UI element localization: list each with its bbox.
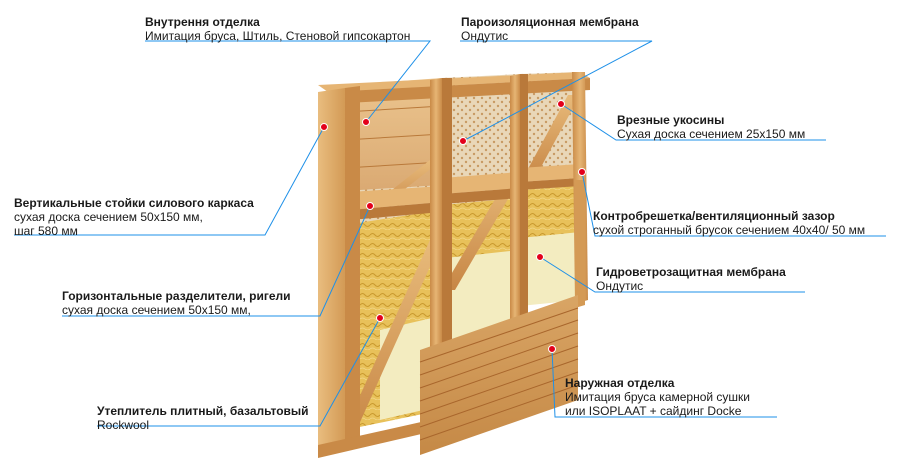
callout-outer-finish-sub2: или ISOPLAAT + сайдинг Docke — [565, 404, 742, 418]
marker-counter-batten — [578, 168, 586, 176]
callout-vertical-studs-sub2: шаг 580 мм — [14, 224, 78, 238]
marker-vapor-barrier — [459, 137, 467, 145]
callout-braces: Врезные укосины Сухая доска сечением 25х… — [617, 113, 805, 141]
marker-insulation — [376, 314, 384, 322]
callout-inner-finish-sub: Имитация бруса, Штиль, Стеновой гипсокар… — [145, 29, 411, 43]
callout-wind-membrane: Гидроветрозащитная мембрана Ондутис — [596, 265, 786, 293]
callout-counter-batten-title: Контробрешетка/вентиляционный зазор — [593, 209, 835, 223]
marker-wind-membrane — [536, 253, 544, 261]
callout-outer-finish-title: Наружная отделка — [565, 376, 675, 390]
callout-braces-title: Врезные укосины — [617, 113, 725, 127]
callout-horizontal-dividers: Горизонтальные разделители, ригели сухая… — [62, 289, 291, 317]
callout-horizontal-dividers-sub: сухая доска сечением 50х150 мм, — [62, 303, 251, 317]
callout-counter-batten: Контробрешетка/вентиляционный зазор сухо… — [593, 209, 865, 237]
callout-vapor-barrier: Пароизоляционная мембрана Ондутис — [461, 15, 639, 43]
callout-vertical-studs-sub: сухая доска сечением 50х150 мм, — [14, 210, 203, 224]
marker-horizontal-dividers — [366, 202, 374, 210]
marker-braces — [557, 100, 565, 108]
callout-wind-membrane-sub: Ондутис — [596, 279, 644, 293]
leader-inner-finish — [145, 40, 432, 123]
counter-battens — [575, 180, 585, 308]
marker-outer-finish — [548, 345, 556, 353]
callout-horizontal-dividers-title: Горизонтальные разделители, ригели — [62, 289, 291, 303]
callout-insulation-sub: Rockwool — [97, 418, 150, 432]
leader-insulation — [97, 317, 381, 427]
leader-vapor-barrier — [460, 40, 653, 142]
callout-vertical-studs-title: Вертикальные стойки силового каркаса — [14, 196, 254, 210]
callout-inner-finish: Внутрення отделка Имитация бруса, Штиль,… — [145, 15, 410, 43]
callout-braces-sub: Сухая доска сечением 25х150 мм — [617, 127, 806, 141]
leader-vertical-studs — [14, 126, 325, 236]
callout-insulation: Утеплитель плитный, базальтовый Rockwool — [97, 404, 309, 432]
leader-horizontal-dividers — [62, 205, 371, 317]
callout-counter-batten-sub: сухой строганный брусок сечением 40х40/ … — [593, 223, 866, 237]
leader-lines — [14, 40, 886, 427]
callout-inner-finish-title: Внутрення отделка — [145, 15, 260, 29]
leader-braces — [560, 103, 826, 141]
marker-vertical-studs — [320, 123, 328, 131]
callout-insulation-title: Утеплитель плитный, базальтовый — [97, 404, 309, 418]
bottom-plate — [318, 420, 430, 458]
callout-vertical-studs: Вертикальные стойки силового каркаса сух… — [14, 196, 254, 238]
callout-vapor-barrier-sub: Ондутис — [461, 29, 509, 43]
leader-outer-finish — [551, 348, 777, 418]
callout-vapor-barrier-title: Пароизоляционная мембрана — [461, 15, 639, 29]
leader-wind-membrane — [539, 256, 805, 293]
callout-outer-finish-sub: Имитация бруса камерной сушки — [565, 390, 751, 404]
marker-dots — [320, 100, 586, 353]
callout-wind-membrane-title: Гидроветрозащитная мембрана — [596, 265, 786, 279]
outer-siding — [419, 295, 579, 455]
leader-counter-batten — [581, 171, 886, 237]
callout-outer-finish: Наружная отделка Имитация бруса камерной… — [565, 376, 750, 418]
marker-inner-finish — [362, 118, 370, 126]
